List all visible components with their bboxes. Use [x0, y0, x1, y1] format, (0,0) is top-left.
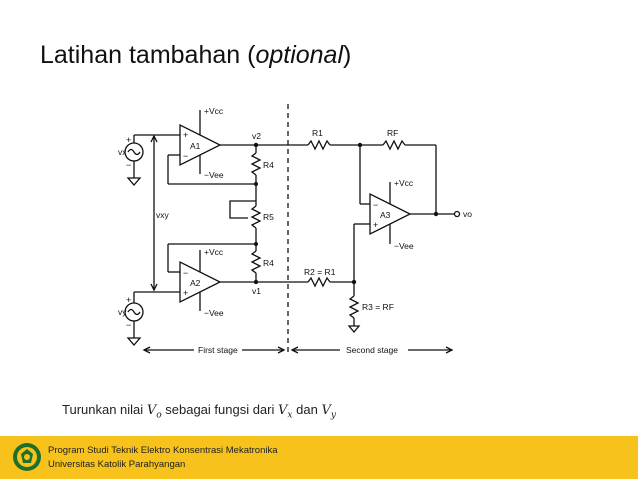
label-vee-a2: −Vee	[204, 308, 224, 318]
svg-text:+: +	[183, 288, 188, 298]
slide-title: Latihan tambahan (optional)	[40, 41, 351, 70]
svg-text:−: −	[126, 320, 131, 330]
label-vx: vx	[118, 147, 127, 157]
label-vee-a3: −Vee	[394, 241, 414, 251]
title-italic-text: optional	[255, 41, 344, 69]
label-r2-eq: R2 = R1	[304, 267, 336, 277]
label-v1: v1	[252, 286, 261, 296]
title-close-text: )	[343, 41, 352, 69]
label-r4-bottom: R4	[263, 258, 274, 268]
instrumentation-amplifier-diagram: + − − + − + + − + − A1 A2 A3 +Vcc −Vee +…	[118, 104, 472, 356]
label-vxy: vxy	[156, 210, 170, 220]
label-rf: RF	[387, 128, 398, 138]
university-seal-icon	[13, 443, 41, 471]
resistor-r1	[307, 139, 331, 151]
label-r3-eq: R3 = RF	[362, 302, 394, 312]
label-vee-a1: −Vee	[204, 170, 224, 180]
svg-text:+: +	[126, 135, 131, 145]
svg-text:−: −	[183, 268, 188, 278]
resistor-r3	[348, 295, 360, 319]
svg-text:+: +	[126, 295, 131, 305]
label-r4-top: R4	[263, 160, 274, 170]
label-a3: A3	[380, 210, 391, 220]
question-text: Turunkan nilai Vo sebagai fungsi dari Vx…	[62, 402, 336, 421]
symbol-vx: Vx	[278, 403, 293, 421]
label-a1: A1	[190, 141, 201, 151]
label-vo: vo	[463, 209, 472, 219]
label-vcc-a1: +Vcc	[204, 106, 224, 116]
footer-program: Program Studi Teknik Elektro Konsentrasi…	[48, 445, 278, 456]
question-prefix: Turunkan nilai	[62, 402, 144, 417]
question-middle: sebagai fungsi dari	[165, 402, 275, 417]
symbol-vy: Vy	[321, 403, 336, 421]
footer-band: Program Studi Teknik Elektro Konsentrasi…	[0, 436, 638, 479]
resistor-r5	[250, 205, 262, 229]
label-second-stage: Second stage	[346, 345, 398, 355]
svg-text:+: +	[373, 220, 378, 230]
resistor-r4-bottom	[250, 250, 262, 274]
label-r1: R1	[312, 128, 323, 138]
svg-text:−: −	[126, 160, 131, 170]
footer-university: Universitas Katolik Parahyangan	[48, 459, 186, 470]
symbol-vo: Vo	[146, 403, 162, 421]
svg-text:+: +	[183, 130, 188, 140]
resistor-r2	[307, 276, 331, 288]
resistor-r4-top	[250, 152, 262, 176]
label-v2: v2	[252, 131, 261, 141]
label-vy: vy	[118, 307, 127, 317]
svg-text:−: −	[373, 200, 378, 210]
resistor-rf	[382, 139, 406, 151]
label-r5: R5	[263, 212, 274, 222]
title-text: Latihan tambahan (	[40, 41, 256, 69]
question-joiner: dan	[296, 402, 318, 417]
label-a2: A2	[190, 278, 201, 288]
label-first-stage: First stage	[198, 345, 238, 355]
label-vcc-a3: +Vcc	[394, 178, 414, 188]
label-vcc-a2: +Vcc	[204, 247, 224, 257]
svg-text:−: −	[183, 151, 188, 161]
